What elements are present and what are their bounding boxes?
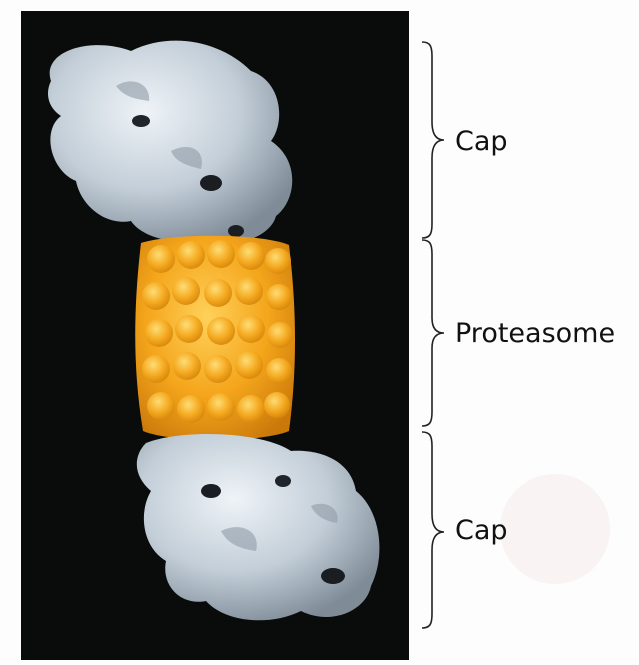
background-circle bbox=[500, 474, 610, 584]
label-cap-top: Cap bbox=[455, 126, 508, 157]
bracket-cap-bottom bbox=[420, 430, 450, 630]
label-cap-bottom: Cap bbox=[455, 515, 508, 546]
label-proteasome: Proteasome bbox=[455, 318, 615, 349]
bracket-proteasome bbox=[420, 238, 450, 428]
cap-bottom-shape bbox=[137, 434, 380, 620]
proteasome-core-shape bbox=[135, 236, 295, 440]
bracket-cap-top bbox=[420, 40, 450, 240]
cap-top-shape bbox=[48, 41, 292, 244]
proteasome-micrograph bbox=[21, 11, 409, 660]
